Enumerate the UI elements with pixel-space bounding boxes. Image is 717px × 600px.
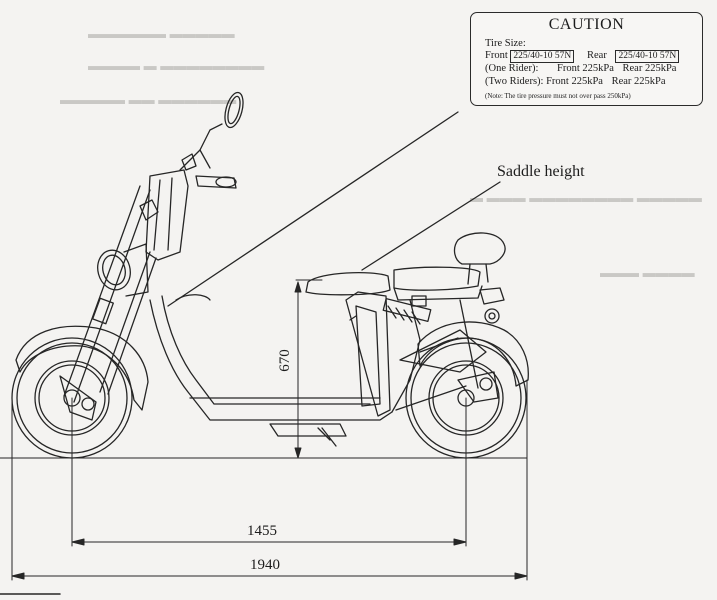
saddle-height-value: 670 — [276, 349, 293, 372]
two-riders-row: (Two Riders): Front 225kPa Rear 225kPa — [485, 76, 666, 87]
extension-lines — [0, 379, 528, 581]
one-rider-row: (One Rider): Front 225kPa Rear 225kPa — [485, 63, 676, 74]
caution-leader-line — [167, 111, 459, 307]
steering-column — [139, 169, 189, 261]
saddle — [305, 266, 483, 301]
overall-length-value: 1940 — [250, 557, 280, 573]
frame-body — [149, 294, 421, 447]
rear-size-row: Rear 225/40-10 57N — [587, 50, 680, 63]
wheelbase-value: 1455 — [247, 523, 277, 539]
wheelbase-dimension — [71, 538, 467, 546]
front-size-box: 225/40-10 57N — [510, 50, 575, 63]
saddle-leader-line — [361, 181, 501, 271]
bleed-through-text: ▬▬▬▬▬ ▬▬ ▬▬▬▬▬▬ — [60, 92, 237, 107]
front-size-row: Front 225/40-10 57N — [485, 50, 575, 63]
handlebar — [179, 91, 244, 189]
bleed-through-text: ▬ ▬▬▬ ▬▬▬▬▬▬▬▬ ▬▬▬▬▬ — [470, 190, 702, 205]
overall-length-dimension — [11, 572, 528, 580]
rear-fender — [417, 321, 529, 387]
backrest — [453, 232, 506, 285]
bleed-through-text: ▬▬▬▬▬▬ ▬▬▬▬▬ — [88, 26, 235, 41]
saddle-height-label: Saddle height — [497, 163, 585, 180]
two-riders-rear: Rear 225kPa — [611, 76, 666, 87]
tire-size-label: Tire Size: — [485, 38, 526, 49]
one-rider-label: (One Rider): — [485, 63, 539, 74]
one-rider-front: Front 225kPa — [556, 63, 614, 74]
one-rider-rear: Rear 225kPa — [622, 63, 677, 74]
rear-shock — [382, 295, 432, 325]
front-fork — [63, 185, 157, 403]
caution-note: (Note: The tire pressure must not over p… — [485, 92, 631, 100]
front-fender — [15, 325, 149, 411]
rear-size-box: 225/40-10 57N — [615, 50, 680, 63]
caution-label: CAUTION Tire Size: Front 225/40-10 57N R… — [470, 12, 703, 106]
bleed-through-text: ▬▬▬▬ ▬ ▬▬▬▬▬▬▬▬ — [88, 58, 265, 73]
rear-label: Rear — [587, 50, 607, 61]
two-riders-label: (Two Riders): — [485, 76, 544, 87]
front-label: Front — [485, 50, 508, 61]
two-riders-front: Front 225kPa — [546, 76, 603, 87]
saddle-height-dimension — [294, 279, 323, 459]
rear-light — [479, 287, 505, 324]
headlight — [97, 243, 149, 297]
caution-title: CAUTION — [548, 16, 625, 33]
bleed-through-text: ▬▬▬ ▬▬▬▬ — [600, 265, 695, 280]
seat-support — [345, 291, 391, 417]
